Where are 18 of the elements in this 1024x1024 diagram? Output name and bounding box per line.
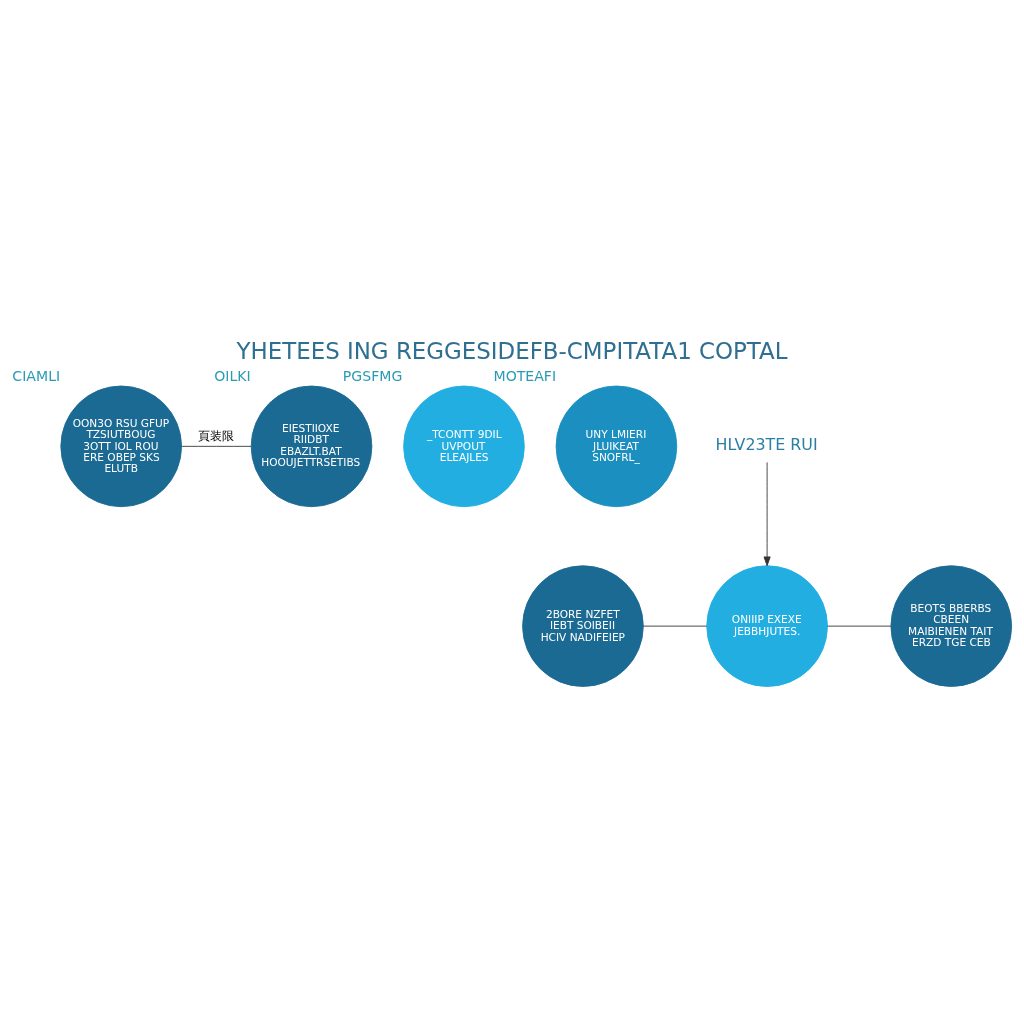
node-circle: EIESTIIOXE RIIDBT EBAZLT.BAT HOOUJETTRSETIBS [250,385,373,508]
node-label: CIAMLI [12,368,61,385]
node-circle: OON3O RSU GFUP TZSIUTBOUG 3OTT IOL ROU ERE OBEP SKS ELUTB [60,385,182,508]
node-label: MOTEAFI [493,368,557,385]
node-circle: BEOTS BBERBS CBEEN MAIBIENEN TAIT ERZD TGE CEB [890,565,1013,687]
diagram-title: YHETEES ING REGGESIDEFB-CMPITATA1 COPTAL [236,338,788,365]
node-circle: 2BORE NZFET IEBT SOIBEII HCIV NADIFEIEP [522,565,644,687]
node-circle: ONIIIP EXEXE JEBBHJUTES. [706,565,828,687]
node-label: PGSFMG [342,368,403,385]
edge-label: 頁装限 [198,429,235,444]
arrow [763,461,771,567]
connector [181,445,252,447]
node-text: HLV23TE RUI [715,435,818,455]
node-label: OILKI [214,368,251,385]
connector [827,625,892,627]
node-circle: _TCONTT 9DIL UVPOUT ELEAJLES [403,385,525,508]
connector [642,625,708,627]
node-circle: UNY LMIERI JLUIKEAT SNOFRL_ [555,385,678,508]
